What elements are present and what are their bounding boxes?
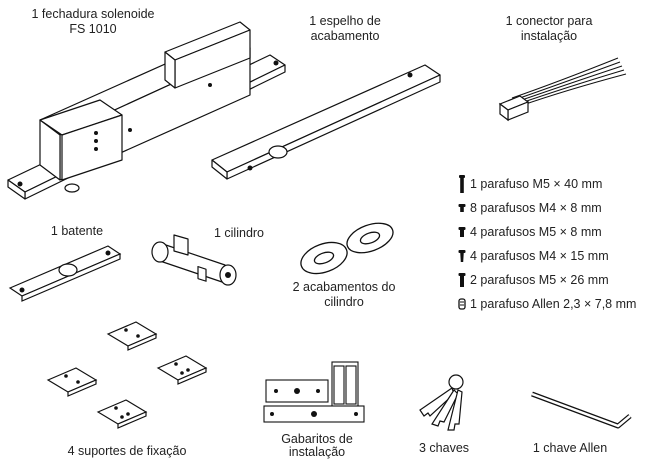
cylinder-illustration [151,234,237,286]
medium-screw-icon [458,273,466,287]
short-screw-icon [458,204,466,212]
medium-screw-icon [458,250,466,262]
brackets-illustration [46,321,208,429]
mirror-label: 1 espelho de acabamento [309,14,381,43]
long-screw-icon [459,175,465,193]
connector-illustration [498,57,627,122]
brackets-label: 4 suportes de fixação [67,444,187,458]
connector-label: 1 conector para instalação [505,14,593,43]
allen-key-illustration [531,391,632,429]
keys-label: 3 chaves [418,441,470,455]
allen-screw-icon [458,298,466,310]
finish-plate-illustration [211,64,441,180]
allen-key-label: 1 chave Allen [532,441,608,455]
cylinder-finish-label: 2 acabamentos do cilindro [292,280,396,309]
strike-plate-illustration [8,245,122,302]
cylinder-finish-illustration [300,222,394,275]
cylinder-label: 1 cilindro [213,226,265,240]
keys-illustration [419,374,464,431]
lock-label: 1 fechadura solenoide FS 1010 [31,7,155,36]
templates-illustration [263,361,365,423]
strike-label: 1 batente [50,224,104,238]
solenoid-lock-illustration [7,21,286,200]
templates-label: Gabaritos de instalação [281,432,353,459]
short-screw-icon [458,227,466,237]
